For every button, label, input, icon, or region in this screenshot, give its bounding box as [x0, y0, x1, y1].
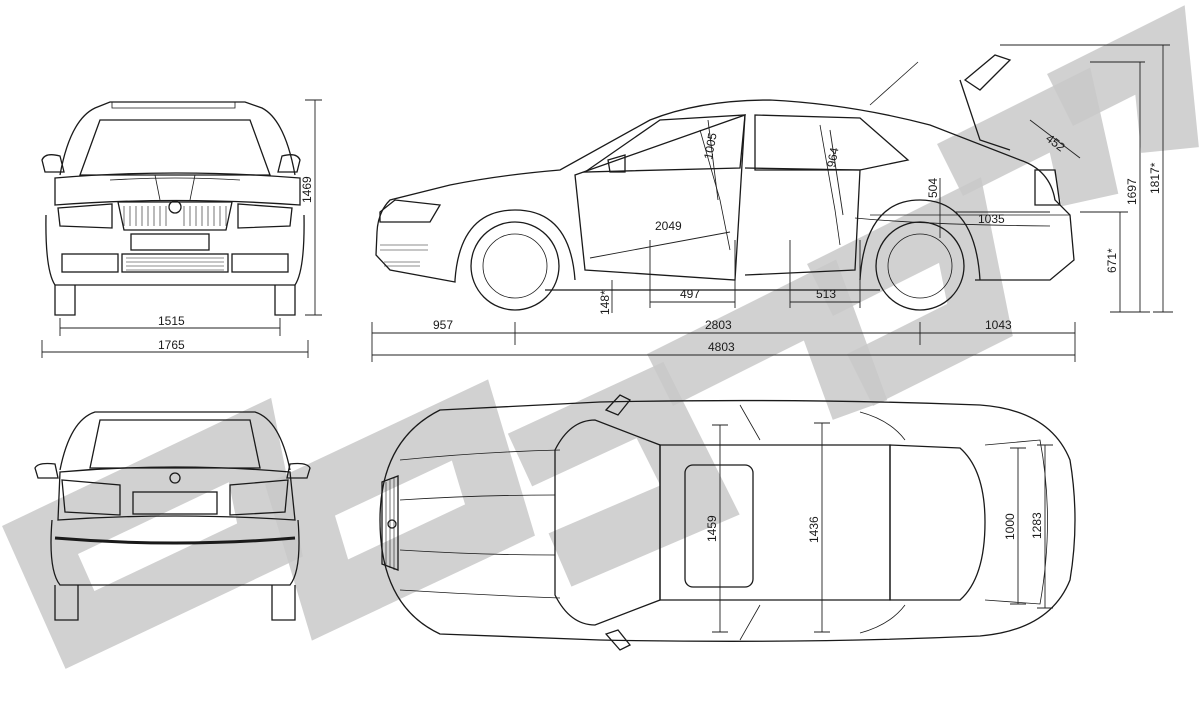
dim-trunk-width-outer: 1283: [1030, 512, 1044, 539]
dim-rear-overhang: 1043: [985, 318, 1012, 332]
dim-front-overhang: 957: [433, 318, 453, 332]
dim-front-legroom: 1005: [701, 131, 719, 160]
dim-wheelbase: 2803: [705, 318, 732, 332]
dim-loading-height: 671*: [1105, 248, 1119, 273]
front-view: 1515 1765 1469: [41, 99, 322, 358]
dim-ground-clearance: 148*: [598, 290, 612, 315]
dim-trunk-width-inner: 1000: [1003, 513, 1017, 540]
dim-rear-seat: 513: [816, 287, 836, 301]
dim-front-track: 1515: [158, 314, 185, 328]
badge-icon: [168, 200, 182, 214]
dim-cabin-length: 2049: [655, 219, 682, 233]
dim-height: 1697: [1125, 178, 1139, 205]
rear-badge-icon: [169, 472, 181, 484]
sunroof: [684, 464, 754, 588]
front-grille: [123, 206, 227, 226]
license-plate: [130, 233, 210, 251]
front-wheel: [470, 221, 560, 311]
rear-view: [34, 411, 311, 621]
dim-front-width-top: 1459: [705, 515, 719, 542]
dim-front-height: 1469: [300, 176, 314, 203]
dim-rear-legroom: 964: [824, 146, 841, 168]
dim-front-width: 1765: [158, 338, 185, 352]
rear-wheel: [875, 221, 965, 311]
dim-height-open: 1817*: [1148, 162, 1162, 194]
dim-length: 4803: [708, 340, 735, 354]
dim-trunk-height: 504: [926, 178, 940, 198]
dim-front-seat: 497: [680, 287, 700, 301]
top-view: 1459 1436 1000 1283: [379, 394, 1076, 651]
side-view: 957 2803 1043 4803 497 513 2049 1005 964…: [371, 44, 1173, 362]
rear-plate: [132, 491, 218, 515]
dim-trunk-depth: 1035: [978, 212, 1005, 226]
dim-rear-width-top: 1436: [807, 516, 821, 543]
